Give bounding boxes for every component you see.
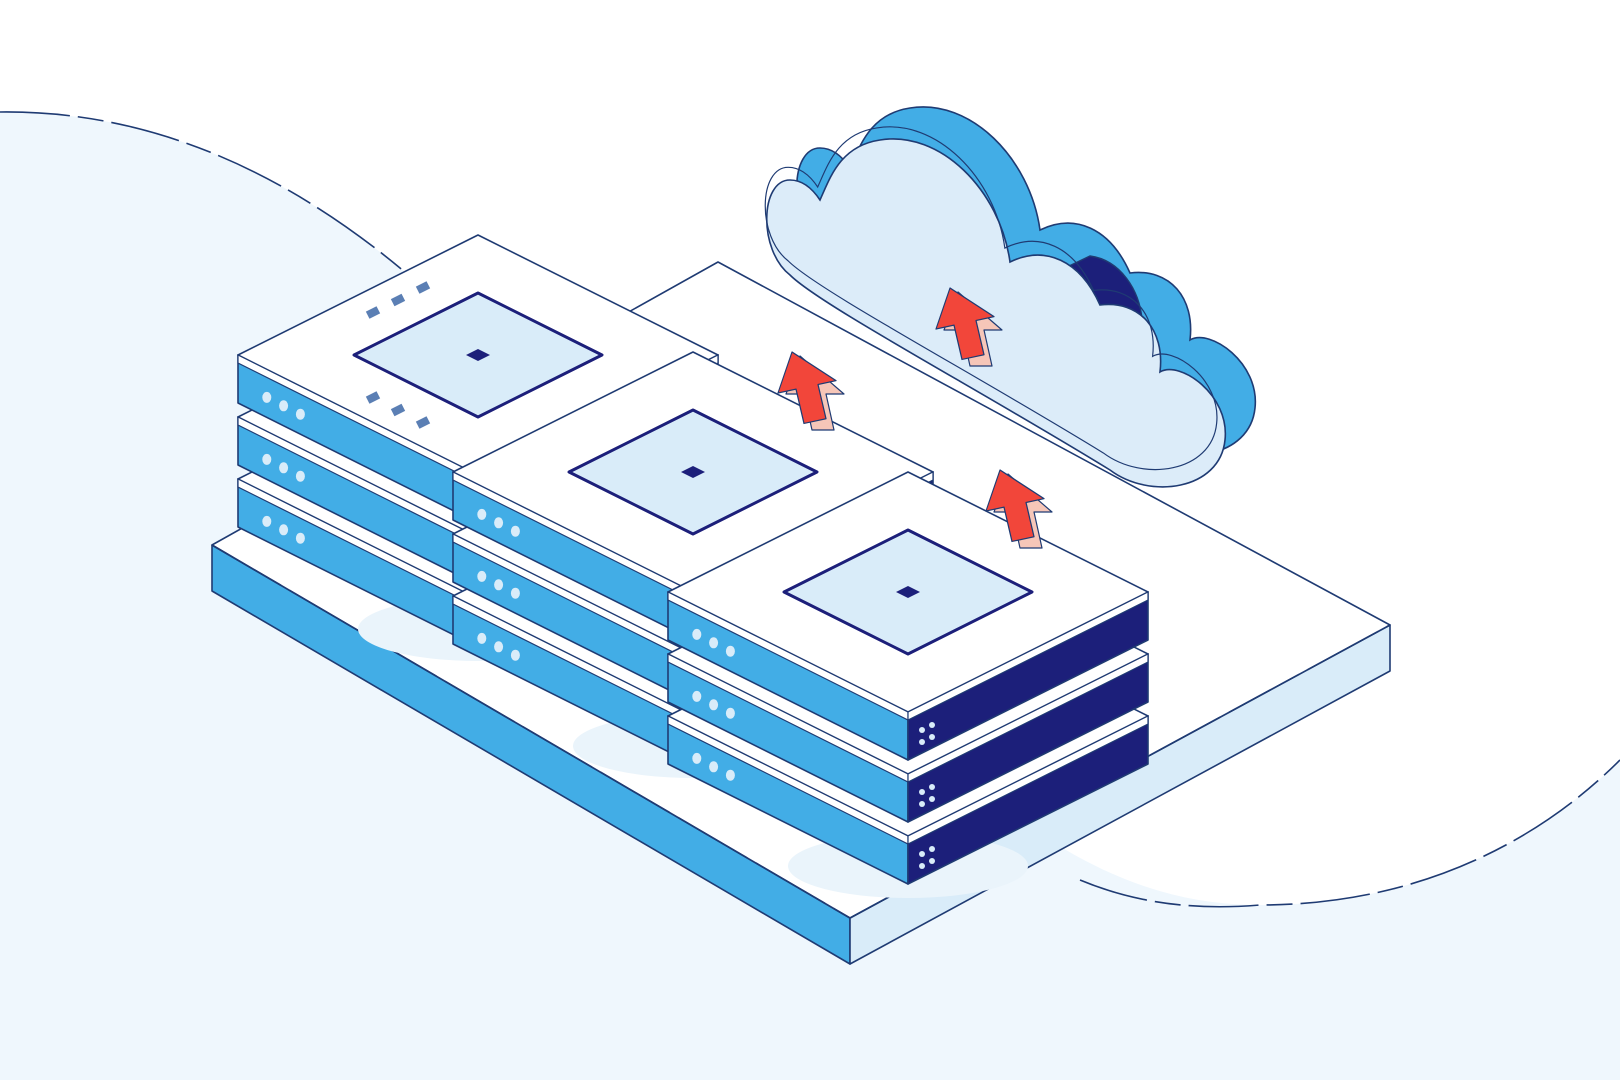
server-vent-dot bbox=[919, 739, 925, 745]
platform-edge-dash bbox=[211, 544, 1391, 919]
server-vent-dot bbox=[929, 784, 935, 790]
upload-arrow-body bbox=[985, 469, 1045, 543]
server-vent-dot bbox=[919, 801, 925, 807]
server-led bbox=[477, 508, 487, 520]
server-led bbox=[477, 570, 487, 582]
server-led bbox=[262, 515, 272, 527]
server-led bbox=[494, 579, 504, 591]
server-lip-side bbox=[907, 591, 1149, 721]
server-led bbox=[295, 532, 305, 544]
server-slot bbox=[415, 281, 431, 294]
server-led bbox=[295, 408, 305, 420]
server-chip-core bbox=[681, 466, 705, 478]
server-slot bbox=[365, 306, 381, 319]
server-vent-dot bbox=[929, 846, 935, 852]
server-vent-dot bbox=[929, 722, 935, 728]
server-led bbox=[279, 462, 289, 474]
server-slot bbox=[390, 403, 406, 417]
server-led bbox=[692, 752, 702, 764]
server-led bbox=[279, 524, 289, 536]
upload-arrow-body bbox=[777, 351, 837, 425]
server-vent-dot bbox=[919, 863, 925, 869]
server-vent-dot bbox=[929, 734, 935, 740]
server-lip-side bbox=[907, 653, 1149, 783]
server-led bbox=[494, 517, 504, 529]
server-lip-side bbox=[907, 715, 1149, 845]
upload-arrow-icon bbox=[985, 469, 1053, 549]
server-led bbox=[725, 645, 735, 657]
upload-arrow-icon bbox=[777, 351, 845, 431]
server-led bbox=[709, 761, 719, 773]
upload-arrow-icon bbox=[935, 287, 1003, 367]
server-vent-dot bbox=[919, 727, 925, 733]
cloud-front-face bbox=[765, 138, 1226, 488]
server-led bbox=[262, 391, 272, 403]
server-led bbox=[692, 628, 702, 640]
server-led bbox=[725, 707, 735, 719]
server-chip-core bbox=[896, 586, 920, 598]
server-led bbox=[510, 525, 520, 537]
server-slot bbox=[415, 416, 431, 429]
server-led bbox=[709, 637, 719, 649]
cloud-inner-outline bbox=[764, 126, 1218, 471]
server-led bbox=[279, 400, 289, 412]
server-led bbox=[725, 769, 735, 781]
cloud-icon bbox=[764, 106, 1256, 488]
server-led bbox=[709, 699, 719, 711]
server-vent-dot bbox=[919, 851, 925, 857]
server-slot bbox=[365, 391, 381, 404]
server-slot bbox=[390, 293, 406, 307]
upload-arrow-body bbox=[935, 287, 995, 361]
server-led bbox=[295, 470, 305, 482]
server-led bbox=[510, 649, 520, 661]
upload-arrows bbox=[777, 287, 1053, 549]
server-vent-dot bbox=[929, 858, 935, 864]
server-led bbox=[494, 641, 504, 653]
server-chip-core bbox=[466, 349, 490, 361]
server-vent-dot bbox=[929, 796, 935, 802]
server-led bbox=[692, 690, 702, 702]
server-led bbox=[262, 453, 272, 465]
server-led bbox=[477, 632, 487, 644]
server-led bbox=[510, 587, 520, 599]
server-vent-dot bbox=[919, 789, 925, 795]
backdrop-dashed-line bbox=[0, 111, 1620, 908]
